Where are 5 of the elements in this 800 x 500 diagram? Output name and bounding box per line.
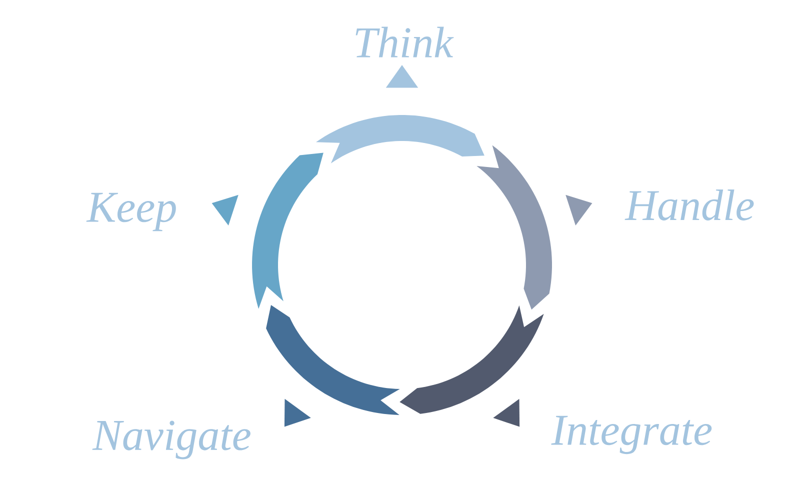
step-label: Integrate (551, 416, 712, 454)
step-label: Handle (624, 190, 754, 220)
step-label: Keep (86, 192, 176, 232)
step-label: Navigate (92, 420, 250, 460)
step-label: Think (356, 26, 454, 58)
